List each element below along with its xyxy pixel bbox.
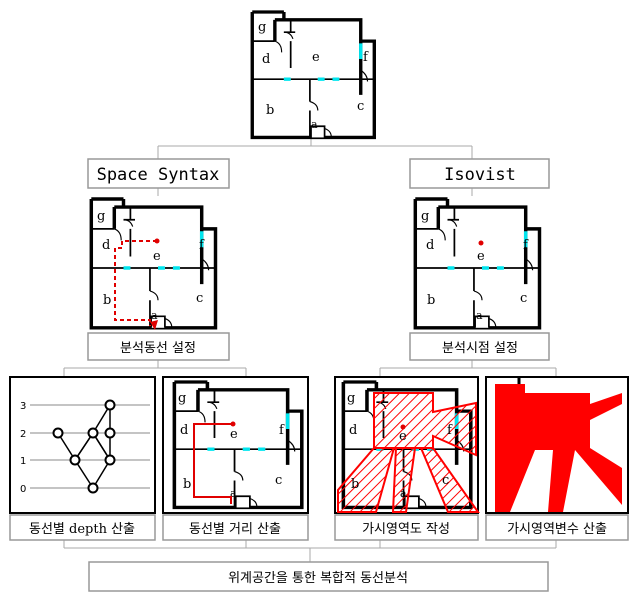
- svg-text:d: d: [262, 52, 270, 67]
- visible-plan-labels: g d e f b c a: [347, 391, 453, 500]
- svg-text:c: c: [275, 473, 282, 488]
- svg-text:가시영역변수 산출: 가시영역변수 산출: [507, 522, 607, 537]
- svg-text:b: b: [427, 293, 435, 308]
- distance-calc-label: 동선별 거리 산출: [162, 514, 309, 541]
- svg-text:a: a: [476, 309, 483, 322]
- distance-panel: [162, 376, 309, 514]
- space-syntax-box: Space Syntax: [87, 158, 230, 189]
- svg-text:d: d: [426, 238, 434, 253]
- svg-text:위계공간을 통한 복합적 동선분석: 위계공간을 통한 복합적 동선분석: [228, 571, 408, 586]
- svg-text:d: d: [180, 423, 188, 438]
- viewpoint-setting-label: 분석시점 설정: [409, 332, 550, 361]
- route-plan-labels: g d e f b c a: [97, 209, 205, 322]
- svg-text:a: a: [151, 309, 158, 322]
- top-plan-labels: g d e f b c a: [258, 20, 369, 131]
- viewpoint-dot: [478, 240, 484, 246]
- depth-calc-label: 동선별 depth 산출: [9, 514, 156, 541]
- connector-lines: [63, 138, 557, 562]
- distance-plan-labels: g d e f b c a: [178, 391, 285, 500]
- svg-text:동선별 depth 산출: 동선별 depth 산출: [29, 522, 135, 537]
- svg-text:b: b: [266, 103, 274, 118]
- route-path: [114, 238, 160, 330]
- route-setting-label: 분석동선 설정: [87, 332, 230, 361]
- visible-viewpoint-dot: [400, 424, 406, 430]
- isovist-box: Isovist: [409, 158, 550, 189]
- svg-text:d: d: [102, 238, 110, 253]
- svg-text:g: g: [421, 209, 429, 224]
- svg-text:e: e: [399, 429, 407, 444]
- svg-text:c: c: [357, 99, 364, 114]
- svg-text:b: b: [351, 477, 359, 492]
- svg-text:f: f: [523, 238, 529, 253]
- svg-text:e: e: [153, 249, 161, 264]
- svg-text:Space Syntax: Space Syntax: [97, 165, 220, 185]
- svg-text:분석동선 설정: 분석동선 설정: [120, 341, 196, 356]
- svg-text:g: g: [347, 391, 355, 406]
- svg-text:e: e: [477, 249, 485, 264]
- distance-route: [193, 421, 236, 504]
- svg-text:g: g: [97, 209, 105, 224]
- svg-text:d: d: [349, 423, 357, 438]
- svg-text:a: a: [230, 487, 237, 500]
- visible-variable-panel: [485, 376, 629, 514]
- depth-level-label: 1: [20, 456, 26, 467]
- final-analysis-box: 위계공간을 통한 복합적 동선분석: [88, 561, 549, 592]
- svg-text:g: g: [178, 391, 186, 406]
- svg-text:a: a: [400, 487, 407, 500]
- svg-text:a: a: [311, 118, 318, 131]
- svg-text:b: b: [183, 477, 191, 492]
- svg-text:Isovist: Isovist: [444, 165, 516, 185]
- svg-text:e: e: [312, 50, 320, 65]
- svg-text:분석시점 설정: 분석시점 설정: [442, 341, 518, 356]
- svg-text:c: c: [196, 291, 203, 306]
- svg-text:f: f: [279, 423, 285, 438]
- svg-text:b: b: [103, 293, 111, 308]
- svg-text:c: c: [520, 291, 527, 306]
- visible-area-panel: [334, 376, 480, 514]
- visible-variable-label: 가시영역변수 산출: [485, 514, 629, 541]
- depth-graph-panel: 3 2 1 0: [9, 376, 156, 514]
- depth-level-label: 0: [20, 484, 26, 495]
- svg-text:g: g: [258, 20, 266, 35]
- visible-area-label: 가시영역도 작성: [334, 514, 479, 541]
- svg-text:f: f: [363, 50, 369, 65]
- svg-text:가시영역도 작성: 가시영역도 작성: [362, 522, 450, 537]
- svg-text:f: f: [447, 423, 453, 438]
- viewpoint-plan-labels: g d e f b c a: [421, 209, 529, 322]
- svg-text:e: e: [230, 427, 238, 442]
- svg-text:f: f: [199, 238, 205, 253]
- depth-level-label: 3: [20, 401, 26, 412]
- depth-level-label: 2: [20, 429, 26, 440]
- svg-text:c: c: [442, 473, 449, 488]
- svg-text:동선별 거리 산출: 동선별 거리 산출: [189, 522, 281, 537]
